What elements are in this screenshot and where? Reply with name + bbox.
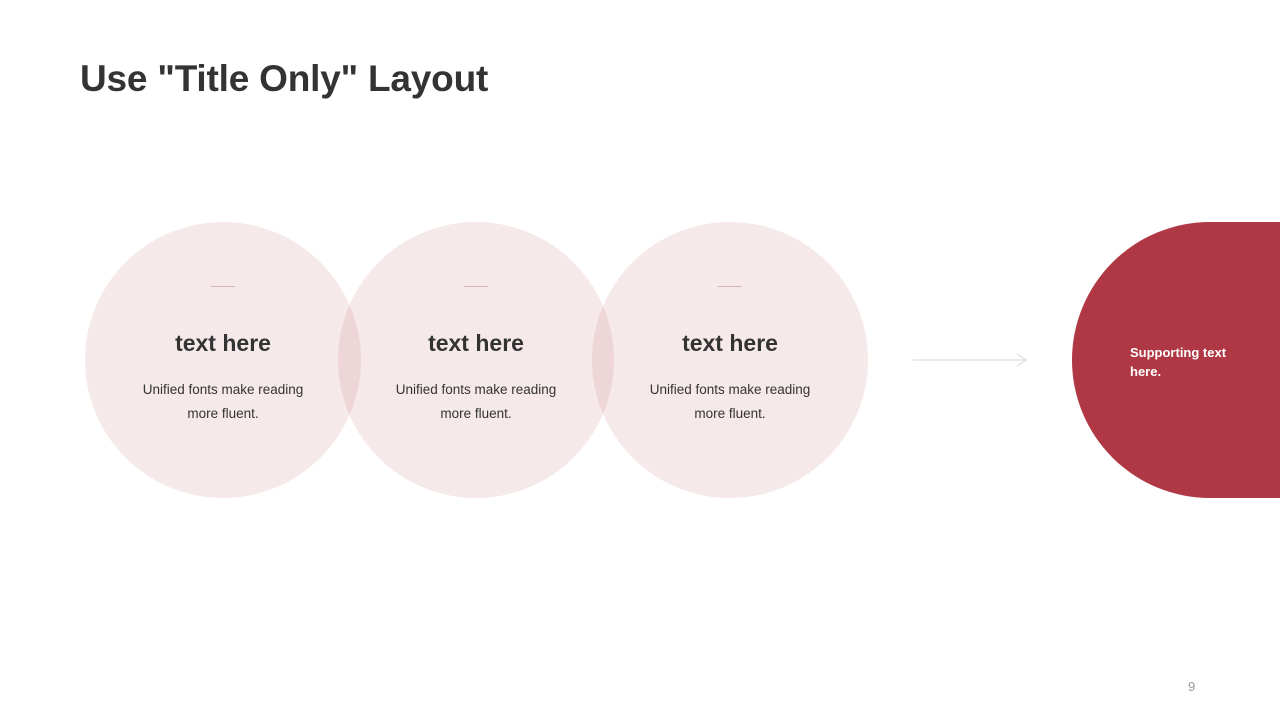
arrow-right-icon — [913, 353, 1027, 367]
callout-text: Supporting text here. — [1130, 345, 1227, 379]
circle-body-text: Unified fonts make reading more fluent. — [649, 382, 811, 421]
circle-divider — [718, 286, 742, 287]
circle-body-text: Unified fonts make reading more fluent. — [142, 382, 304, 421]
circle-item-1: text here Unified fonts make reading mor… — [85, 222, 361, 498]
circle-heading: text here — [428, 330, 524, 356]
circle-body-text: Unified fonts make reading more fluent. — [395, 382, 557, 421]
circle-divider — [211, 286, 235, 287]
slide-title: Use "Title Only" Layout — [80, 58, 489, 99]
circle-heading: text here — [175, 330, 271, 356]
circle-item-2: text here Unified fonts make reading mor… — [338, 222, 614, 498]
supporting-callout: Supporting text here. — [1072, 222, 1280, 498]
circle-item-3: text here Unified fonts make reading mor… — [592, 222, 868, 498]
circle-heading: text here — [682, 330, 778, 356]
page-number: 9 — [1188, 679, 1196, 694]
circle-divider — [464, 286, 488, 287]
